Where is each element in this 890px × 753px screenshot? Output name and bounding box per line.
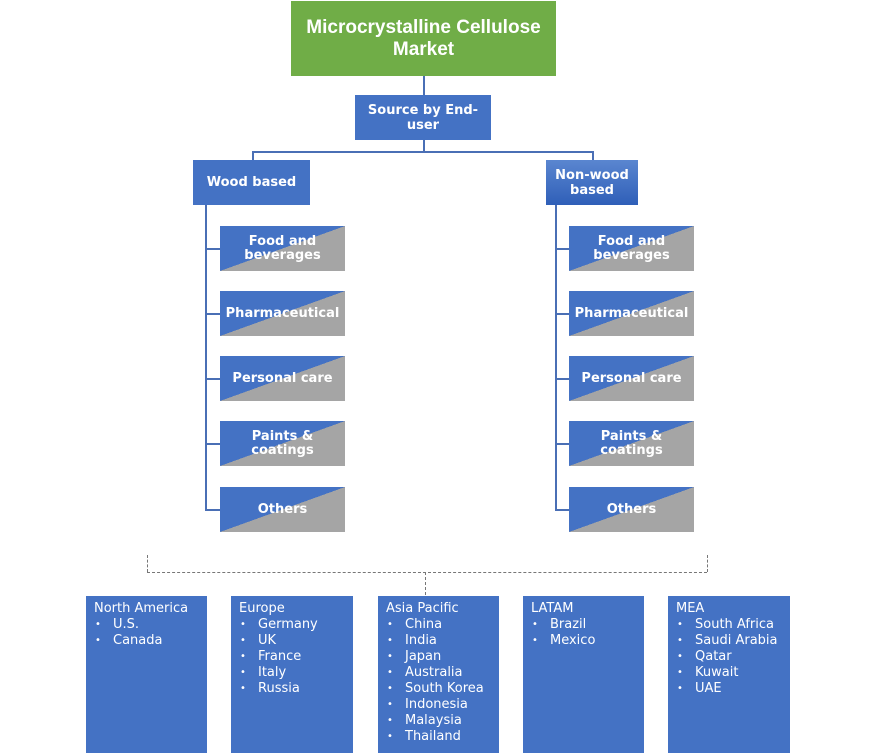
connector	[555, 205, 557, 510]
region-box: Asia PacificChinaIndiaJapanAustraliaSout…	[378, 596, 499, 753]
dashed-connector	[147, 555, 148, 572]
country-list: U.S.Canada	[94, 617, 199, 649]
connector	[555, 248, 569, 250]
region-box: EuropeGermanyUKFranceItalyRussia	[231, 596, 353, 753]
end-user-node: Pharmaceutical	[569, 291, 694, 336]
dashed-connector	[147, 572, 707, 573]
country-item: Malaysia	[386, 713, 491, 729]
country-item: South Korea	[386, 681, 491, 697]
end-user-node: Others	[569, 487, 694, 532]
connector	[555, 509, 569, 511]
country-item: Australia	[386, 665, 491, 681]
connector	[592, 151, 594, 160]
region-box: North AmericaU.S.Canada	[86, 596, 207, 753]
end-user-node: Others	[220, 487, 345, 532]
end-user-node: Pharmaceutical	[220, 291, 345, 336]
dashed-connector	[707, 555, 708, 572]
country-item: Russia	[239, 681, 345, 697]
region-name: Europe	[239, 601, 285, 616]
country-item: Germany	[239, 617, 345, 633]
country-item: France	[239, 649, 345, 665]
connector	[252, 151, 254, 160]
country-item: Italy	[239, 665, 345, 681]
connector	[252, 151, 593, 153]
country-item: Canada	[94, 633, 199, 649]
connector	[205, 509, 220, 511]
connector	[205, 443, 220, 445]
country-list: GermanyUKFranceItalyRussia	[239, 617, 345, 697]
country-item: Japan	[386, 649, 491, 665]
non-wood-based-node: Non-wood based	[546, 160, 638, 205]
country-item: Kuwait	[676, 665, 782, 681]
connector	[205, 313, 220, 315]
region-box: MEASouth AfricaSaudi ArabiaQatarKuwaitUA…	[668, 596, 790, 753]
connector	[555, 378, 569, 380]
country-list: ChinaIndiaJapanAustraliaSouth KoreaIndon…	[386, 617, 491, 745]
end-user-node: Personal care	[220, 356, 345, 401]
dashed-connector	[425, 572, 426, 595]
end-user-node: Food and beverages	[569, 226, 694, 271]
country-list: BrazilMexico	[531, 617, 636, 649]
region-name: MEA	[676, 601, 705, 616]
end-user-node: Personal care	[569, 356, 694, 401]
country-item: UAE	[676, 681, 782, 697]
region-name: Asia Pacific	[386, 601, 459, 616]
wood-based-node: Wood based	[193, 160, 310, 205]
country-item: U.S.	[94, 617, 199, 633]
region-box: LATAMBrazilMexico	[523, 596, 644, 753]
connector	[205, 248, 220, 250]
country-item: UK	[239, 633, 345, 649]
country-item: Mexico	[531, 633, 636, 649]
country-item: South Africa	[676, 617, 782, 633]
country-item: Qatar	[676, 649, 782, 665]
segment-node: Source by End-user	[355, 95, 491, 140]
connector	[423, 140, 425, 151]
end-user-node: Paints & coatings	[220, 421, 345, 466]
country-list: South AfricaSaudi ArabiaQatarKuwaitUAE	[676, 617, 782, 697]
title-node: Microcrystalline Cellulose Market	[291, 1, 556, 76]
end-user-node: Food and beverages	[220, 226, 345, 271]
connector	[205, 205, 207, 510]
country-item: Thailand	[386, 729, 491, 745]
region-name: LATAM	[531, 601, 574, 616]
end-user-node: Paints & coatings	[569, 421, 694, 466]
connector	[423, 76, 425, 95]
country-item: Saudi Arabia	[676, 633, 782, 649]
region-name: North America	[94, 601, 189, 616]
country-item: India	[386, 633, 491, 649]
connector	[555, 313, 569, 315]
country-item: Brazil	[531, 617, 636, 633]
country-item: China	[386, 617, 491, 633]
connector	[555, 443, 569, 445]
connector	[205, 378, 220, 380]
country-item: Indonesia	[386, 697, 491, 713]
